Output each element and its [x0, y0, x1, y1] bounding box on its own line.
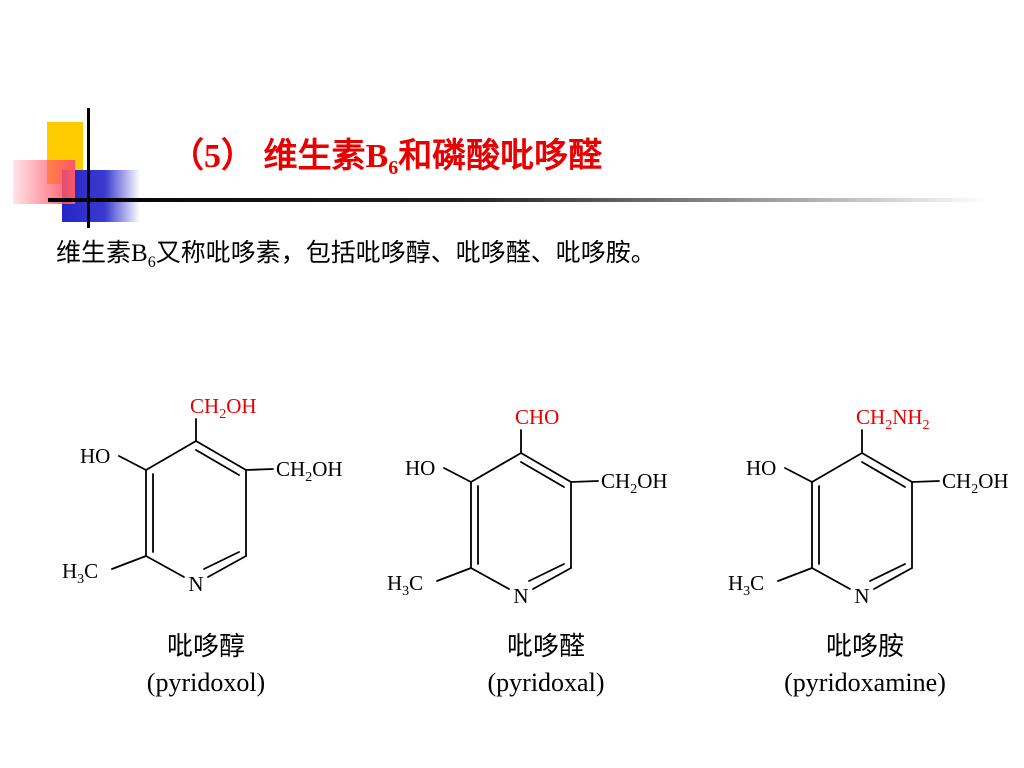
caption-pyridoxol-cn: 吡哆醇 [166, 632, 245, 661]
mol1-bond-c3-c4 [145, 440, 197, 471]
mol1-bond-c4-c5 [195, 440, 247, 471]
mol3-bond-c6-n [873, 567, 913, 590]
mol2-double-bond-c4-c5 [520, 461, 565, 488]
mol3-bond-c4-c5 [861, 452, 913, 483]
intro-suffix: 又称吡哆素，包括吡哆醇、吡哆醛、吡哆胺。 [155, 240, 656, 267]
mol1-bond-hydroxyl [118, 455, 147, 471]
mol2-bond-n-c2 [470, 567, 510, 590]
mol1-bond-n-c2 [145, 555, 185, 578]
intro-prefix: 维生素B [56, 240, 148, 267]
caption-pyridoxamine-cn: 吡哆胺 [825, 632, 904, 661]
mol2-bond-c3-c4 [470, 452, 522, 483]
mol2-bond-c4-c5 [520, 452, 572, 483]
mol2-bond-c6-n [532, 567, 572, 590]
mol2-top-group-label: CHO [515, 405, 559, 429]
mol1-double-bond-c4-c5 [195, 449, 240, 476]
title-underline [48, 198, 988, 202]
caption-pyridoxal-en: (pyridoxal) [487, 668, 605, 697]
caption-pyridoxol-en: (pyridoxol) [146, 668, 266, 697]
mol3-top-group-label: CH2NH2 [856, 405, 930, 433]
mol2-bond-hydroxyl [443, 467, 472, 483]
mol2-hydroxyl-label: HO [405, 456, 435, 480]
mol1-bond-methyl [111, 555, 147, 570]
mol1-top-group-label: CH2OH [190, 394, 257, 422]
mol3-methyl-label: H3C [728, 571, 764, 599]
mol1-methyl-label: H3C [62, 559, 98, 587]
caption-pyridoxamine-en: (pyridoxamine) [784, 668, 946, 697]
mol3-double-bond-c6-n [869, 563, 906, 582]
mol3-bond-methyl [777, 567, 813, 582]
decorative-red-square [13, 160, 75, 204]
mol3-bond-c3-c4 [811, 452, 863, 483]
mol3-right-group-label: CH2OH [942, 469, 1009, 497]
mol1-bond-right-group [245, 468, 274, 471]
mol2-bond-right-group [570, 480, 599, 483]
mol2-right-group-label: CH2OH [601, 469, 668, 497]
title-subscript: 6 [388, 157, 399, 179]
intro-subscript: 6 [147, 254, 156, 271]
mol1-bond-c6-n [207, 555, 247, 578]
intro-text: 维生素B6又称吡哆素，包括吡哆醇、吡哆醛、吡哆胺。 [56, 233, 656, 272]
mol3-hydroxyl-label: HO [746, 456, 776, 480]
slide-title: （5） 维生素B6和磷酸吡哆醛 [170, 128, 602, 180]
mol1-double-bond-c6-n [203, 551, 240, 570]
mol1-right-group-label: CH2OH [276, 457, 343, 485]
mol2-double-bond-c6-n [528, 563, 565, 582]
mol2-bond-methyl [436, 567, 472, 582]
title-suffix: 和磷酸吡哆醛 [398, 138, 603, 175]
title-prefix: （5） 维生素B [170, 138, 389, 175]
mol2-methyl-label: H3C [387, 571, 423, 599]
mol1-hydroxyl-label: HO [80, 444, 110, 468]
decorative-blue-square [62, 170, 140, 222]
mol3-bond-n-c2 [811, 567, 851, 590]
caption-pyridoxal-cn: 吡哆醛 [506, 632, 585, 661]
mol3-bond-right-group [911, 480, 940, 483]
decorative-vertical-line [87, 108, 90, 228]
mol1-nitrogen-label: N [188, 572, 203, 596]
mol3-bond-hydroxyl [784, 467, 813, 483]
mol2-nitrogen-label: N [513, 584, 528, 608]
mol3-nitrogen-label: N [854, 584, 869, 608]
mol3-double-bond-c4-c5 [861, 461, 906, 488]
